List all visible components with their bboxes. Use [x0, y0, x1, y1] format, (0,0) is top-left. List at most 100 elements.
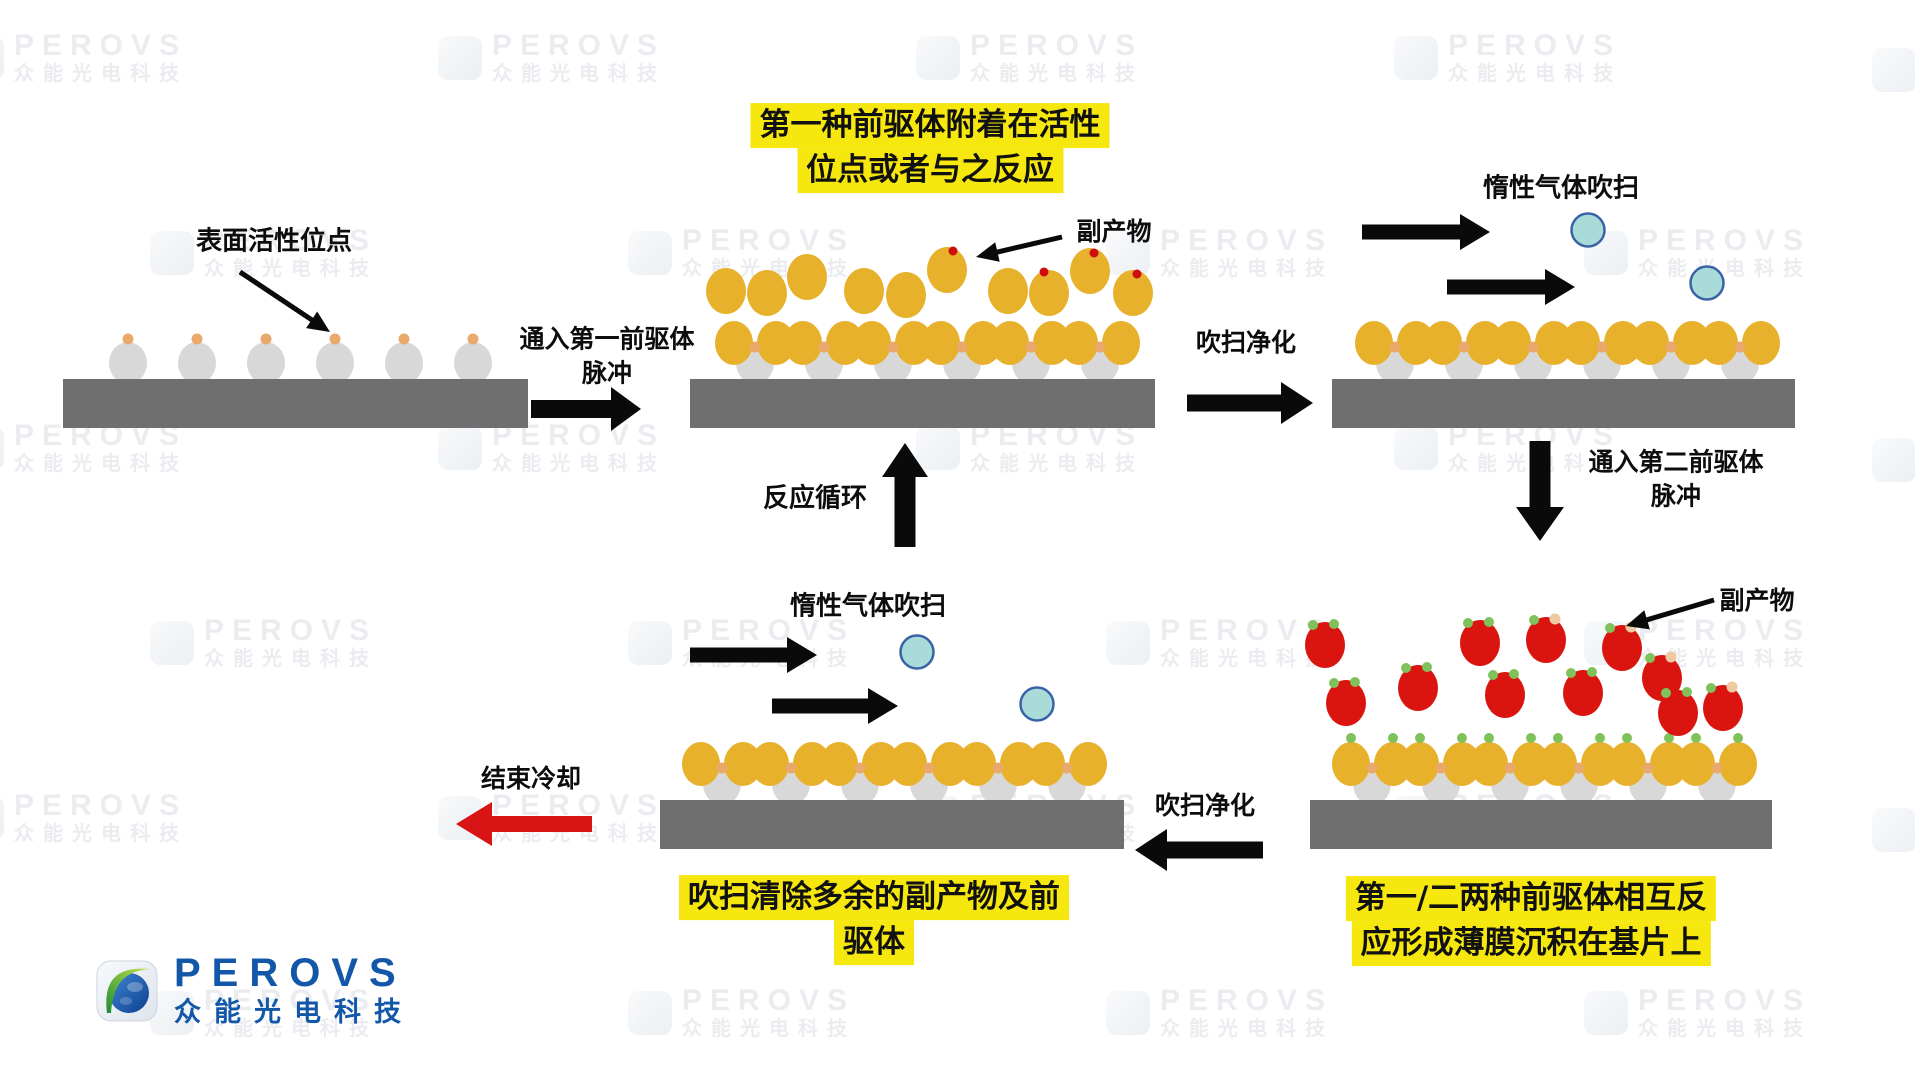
precursor1-sphere: [1562, 321, 1600, 365]
watermark-subtitle: 众能光电科技: [204, 1017, 378, 1040]
watermark-subtitle: 众能光电科技: [1160, 257, 1334, 280]
ligand-dot: [1388, 733, 1398, 743]
active-site-dot: [260, 333, 272, 345]
watermark-subtitle: 众能光电科技: [14, 62, 188, 85]
precursor1-sphere: [1539, 742, 1577, 786]
precursor1-sphere: [889, 742, 927, 786]
precursor1-molecule: [1070, 248, 1110, 294]
step3-title-line1: 吹扫清除多余的副产物及前: [679, 875, 1069, 920]
precursor1-sphere: [1581, 742, 1619, 786]
arrow-purge-top: [1187, 382, 1313, 424]
step2-title: 第一/二两种前驱体相互反 应形成薄膜沉积在基片上: [1345, 876, 1717, 966]
watermark-logo-icon: [628, 990, 672, 1035]
ligand-dot: [1509, 669, 1519, 679]
watermark-logo-icon: [1584, 990, 1628, 1035]
watermark-logo-icon: [1394, 35, 1438, 80]
watermark-logo-icon: [438, 35, 482, 80]
pointer-byproduct-bottom: [1626, 597, 1715, 630]
precursor1-sphere: [1677, 742, 1715, 786]
ligand-dot: [1422, 662, 1432, 672]
precursor2-molecule: [1460, 620, 1500, 666]
watermark-logo-icon: [628, 620, 672, 665]
ligand-dot: [1553, 733, 1563, 743]
watermark-subtitle: 众能光电科技: [1160, 647, 1334, 670]
watermark-brand: PEROVS: [204, 984, 378, 1017]
watermark-subtitle: 众能光电科技: [1638, 647, 1812, 670]
ligand-dot: [1661, 688, 1671, 698]
scene-precursor1-adsorbed-substrate: [690, 379, 1155, 428]
watermark-brand: PEROVS: [14, 29, 188, 62]
ligand-dot: [1401, 663, 1411, 673]
precursor2-molecule: [1398, 665, 1438, 711]
precursor1-sphere: [1631, 321, 1669, 365]
active-site-dot: [1596, 341, 1608, 353]
precursor1-sphere: [1466, 321, 1504, 365]
ligand-dot: [1526, 733, 1536, 743]
precursor1-sphere: [784, 321, 822, 365]
purge-label-top: 吹扫净化: [1195, 328, 1297, 357]
precursor2-molecule: [1563, 670, 1603, 716]
watermark-logo-icon: [1872, 47, 1915, 92]
ligand-dot: [1664, 733, 1674, 743]
watermark-logo-icon: [438, 425, 482, 470]
perovs-logo-icon: [96, 960, 158, 1022]
base-sphere: [247, 342, 285, 384]
ligand-dot: [1484, 733, 1494, 743]
precursor1-sphere: [958, 742, 996, 786]
precursor1-sphere: [1604, 321, 1642, 365]
watermark-subtitle: 众能光电科技: [1638, 1017, 1812, 1040]
pulse2-label: 通入第二前驱体 脉冲: [1588, 446, 1763, 513]
precursor1-molecule: [988, 268, 1028, 314]
watermark-logo-icon: [1394, 425, 1438, 470]
precursor1-sphere: [724, 742, 762, 786]
active-site-dot: [329, 333, 341, 345]
step2-title-line1: 第一/二两种前驱体相互反: [1345, 876, 1717, 921]
active-site-dot: [467, 333, 479, 345]
ligand-dot: [1691, 733, 1701, 743]
precursor2-molecule: [1526, 617, 1566, 663]
watermark-logo-icon: [916, 425, 960, 470]
active-site-dot: [818, 341, 830, 353]
precursor1-sphere: [1512, 742, 1550, 786]
precursor2-molecule: [1642, 655, 1682, 701]
precursor1-sphere: [1401, 742, 1439, 786]
ligand-dot: [1329, 678, 1339, 688]
arrow-end-cool: [456, 802, 592, 846]
precursor1-sphere: [1332, 742, 1370, 786]
active-site-dot: [191, 333, 203, 345]
precursor1-sphere: [1650, 742, 1688, 786]
active-site-dot: [122, 333, 134, 345]
step3-title: 吹扫清除多余的副产物及前 驱体: [679, 875, 1069, 965]
precursor2-molecule: [1305, 622, 1345, 668]
active-site-dot: [854, 762, 866, 774]
watermark-logo-icon: [0, 795, 4, 840]
byproduct-dot: [1039, 267, 1049, 277]
active-site-dot: [749, 341, 761, 353]
purge-flow-arrow: [690, 637, 817, 673]
precursor1-molecule: [844, 268, 884, 314]
ligand-dot: [1645, 653, 1655, 663]
watermark-subtitle: 众能光电科技: [492, 62, 666, 85]
ligand-dot: [1308, 620, 1318, 630]
active-site-dot: [1435, 762, 1447, 774]
watermark-brand: PEROVS: [682, 614, 856, 647]
pulse2-label-line2: 脉冲: [1650, 481, 1702, 510]
byproduct-dot: [948, 246, 958, 256]
precursor2-molecule: [1485, 672, 1525, 718]
precursor1-sphere: [757, 321, 795, 365]
byproduct-ligand-dot: [1665, 651, 1677, 663]
watermark-logo-icon: [150, 620, 194, 665]
perovs-logo-brand: PEROVS: [174, 951, 407, 995]
ligand-dot: [1566, 668, 1576, 678]
watermark-logo-icon: [0, 35, 4, 80]
active-site-dot: [1366, 762, 1378, 774]
active-site-dot: [1094, 341, 1106, 353]
ligand-dot: [1605, 623, 1615, 633]
